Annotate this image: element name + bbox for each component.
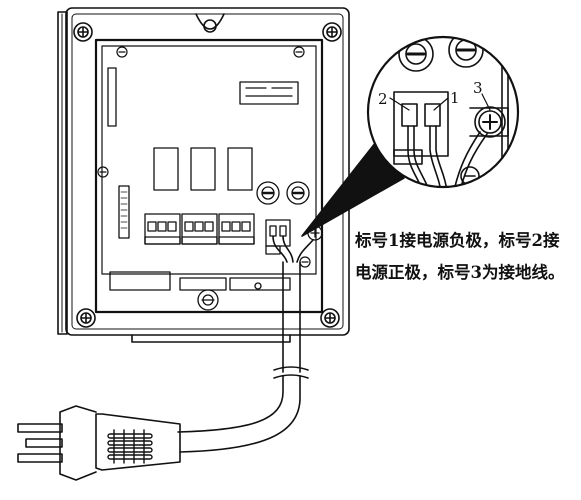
terminal-block: [144, 213, 181, 245]
plug-prong: [17, 453, 63, 463]
terminal-block: [218, 213, 255, 245]
corner-screw: [322, 22, 342, 42]
label-1: 1: [450, 89, 460, 107]
corner-screw: [76, 308, 96, 328]
relay: [153, 147, 179, 191]
circuit-board: [107, 67, 323, 311]
corner-screw: [73, 22, 93, 42]
plug-prong: [17, 423, 63, 433]
cable-gland: [256, 181, 280, 205]
power-cable: [177, 235, 314, 453]
enclosure-box: [57, 7, 350, 343]
pin-header: [118, 185, 130, 239]
zoom-callout: [301, 35, 520, 237]
cable-gland: [286, 181, 310, 205]
corner-screw: [320, 308, 340, 328]
relay: [190, 147, 216, 191]
caption-line-2: 电源正极，标号3为接地线。: [355, 263, 565, 282]
label-3: 3: [473, 79, 483, 97]
plug-prong: [25, 438, 63, 448]
caption-line-1: 标号1接电源负极，标号2接: [355, 231, 560, 250]
relay: [227, 147, 253, 191]
power-plug: [17, 405, 181, 481]
terminal-block: [181, 213, 218, 245]
label-2: 2: [378, 90, 388, 108]
